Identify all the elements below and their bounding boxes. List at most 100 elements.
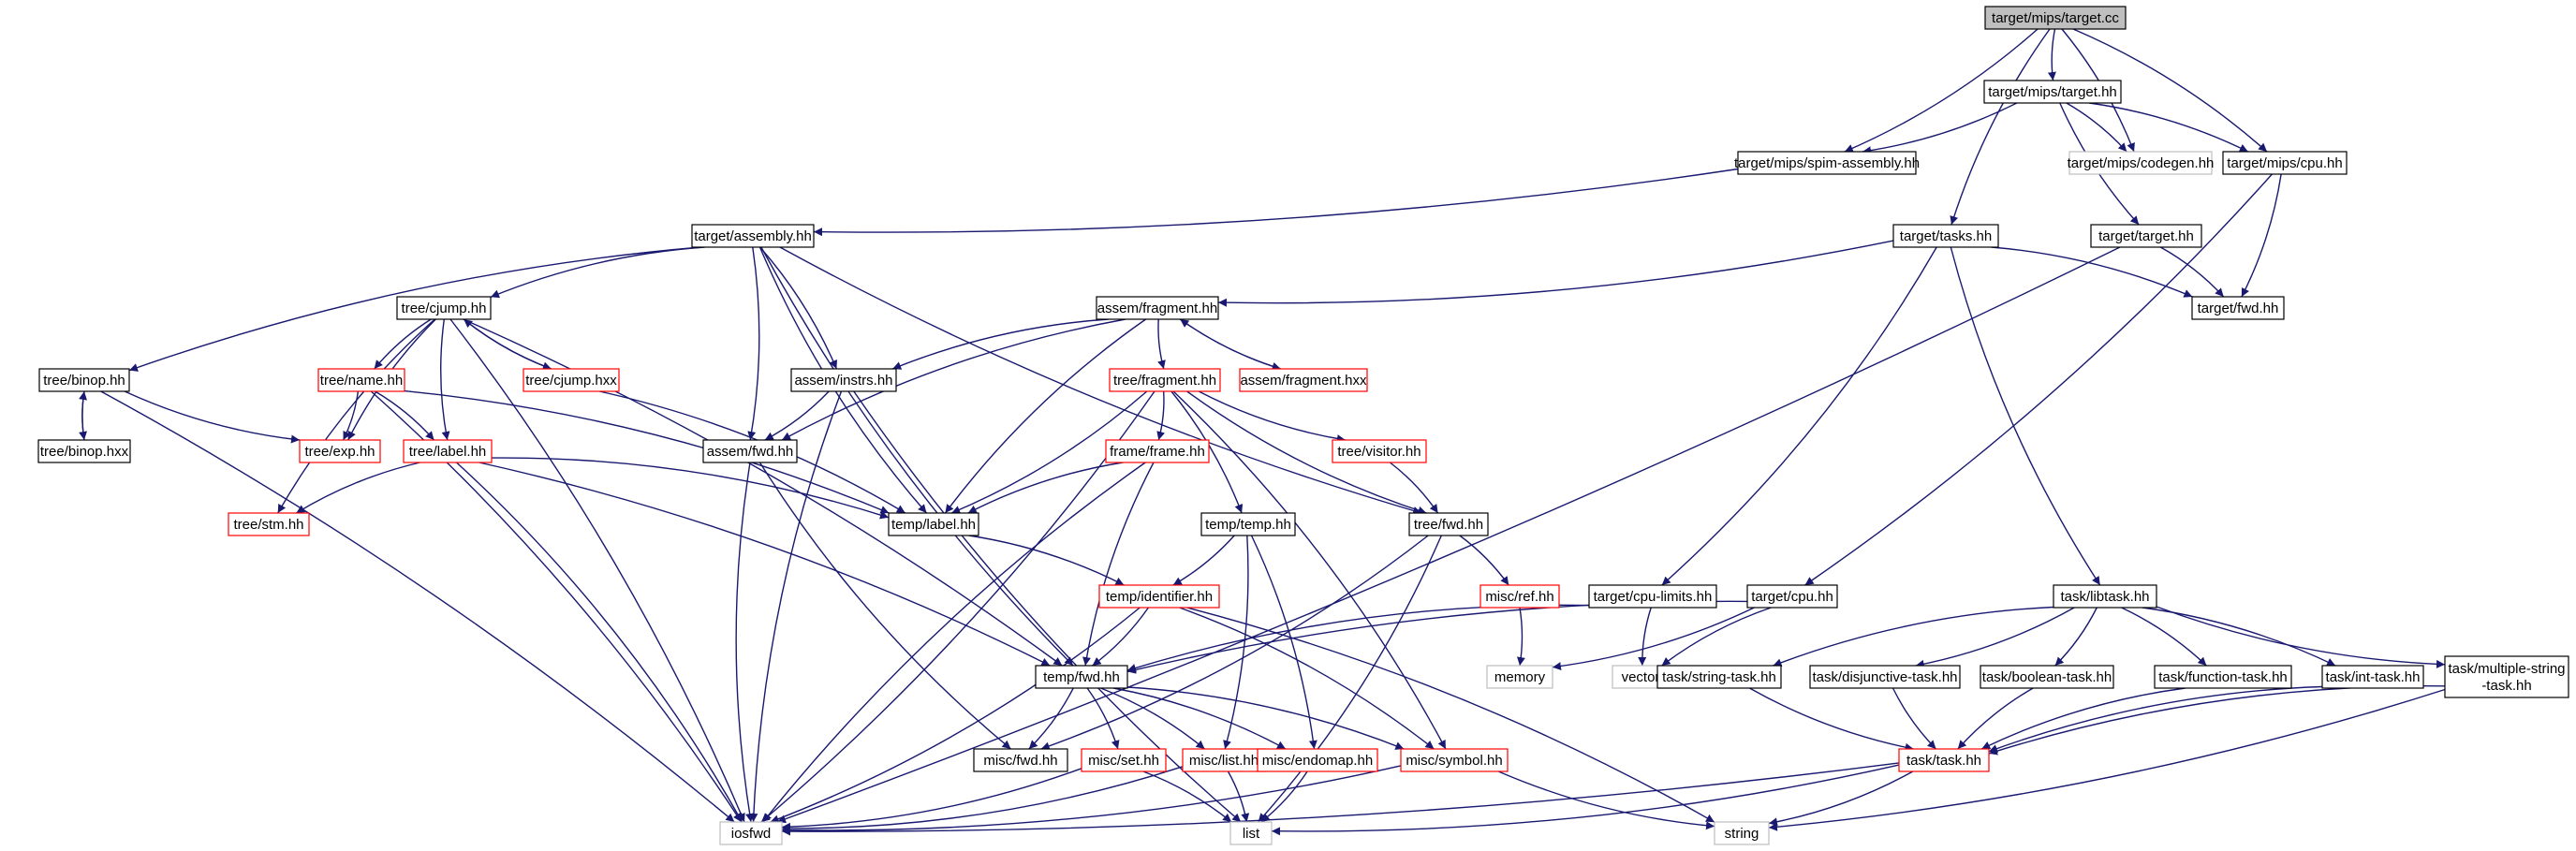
edge-tree_cjump_hh-to-tree_name_hh <box>374 318 432 370</box>
node-box <box>719 821 783 845</box>
node-tree-visitor-hh[interactable]: tree/visitor.hh <box>1332 439 1427 463</box>
node-iosfwd[interactable]: iosfwd <box>719 821 783 845</box>
edge-tree_fragment_hh-to-tree_visitor_hh <box>1198 390 1346 443</box>
node-misc-endomap-hh[interactable]: misc/endomap.hh <box>1257 748 1378 772</box>
node-box <box>1081 748 1167 772</box>
edge-target_tasks_hh-to-assem_fragment_hh <box>1217 240 1894 307</box>
edge-frame_frame_hh-to-iosfwd <box>762 462 1146 823</box>
node-box <box>1182 748 1266 772</box>
node-tree-fwd-hh[interactable]: tree/fwd.hh <box>1408 512 1489 536</box>
node-target-mips-cpu-hh[interactable]: target/mips/cpu.hh <box>2222 151 2348 175</box>
node-assem-fwd-hh[interactable]: assem/fwd.hh <box>702 439 798 463</box>
node-tree-binop-hxx[interactable]: tree/binop.hxx <box>37 439 131 463</box>
node-tree-binop-hh[interactable]: tree/binop.hh <box>38 368 130 392</box>
node-box <box>1984 6 2127 30</box>
node-target-mips-target-hh[interactable]: target/mips/target.hh <box>1983 80 2122 104</box>
node-label: target/cpu-limits.hh <box>1594 589 1713 605</box>
node-misc-fwd-hh[interactable]: misc/fwd.hh <box>973 748 1068 772</box>
node-target-cpu-limits-hh[interactable]: target/cpu-limits.hh <box>1588 584 1717 609</box>
node-box <box>38 368 130 392</box>
node-label: tree/visitor.hh <box>1337 444 1420 460</box>
edge-assem_instrs_hh-to-assem_fwd_hh <box>764 390 830 441</box>
node-task-disjunctive-task-hh[interactable]: task/disjunctive-task.hh <box>1809 665 1961 689</box>
node-misc-ref-hh[interactable]: misc/ref.hh <box>1479 584 1560 609</box>
node-assem-instrs-hh[interactable]: assem/instrs.hh <box>790 368 897 392</box>
node-tree-exp-hh[interactable]: tree/exp.hh <box>299 439 381 463</box>
node-tree-stm-hh[interactable]: tree/stm.hh <box>228 512 310 536</box>
node-temp-fwd-hh[interactable]: temp/fwd.hh <box>1035 665 1128 689</box>
node-assem-fragment-hxx[interactable]: assem/fragment.hxx <box>1239 368 1368 392</box>
node-label: assem/fragment.hxx <box>1240 373 1367 389</box>
node-target-mips-target-cc[interactable]: target/mips/target.cc <box>1984 6 2127 30</box>
edge-assem_fragment_hh-to-assem_fragment_hxx <box>1179 318 1281 371</box>
node-misc-symbol-hh[interactable]: misc/symbol.hh <box>1400 748 1509 772</box>
node-box <box>1400 748 1509 772</box>
node-task-boolean-task-hh[interactable]: task/boolean-task.hh <box>1980 665 2114 689</box>
node-box <box>1479 584 1560 609</box>
node-box <box>2444 655 2569 698</box>
node-target-mips-spim-assembly-hh[interactable]: target/mips/spim-assembly.hh <box>1734 151 1920 175</box>
node-label: task/task.hh <box>1906 753 1981 769</box>
node-temp-temp-hh[interactable]: temp/temp.hh <box>1200 512 1296 536</box>
edge-temp_identifier_hh-to-misc_symbol_hh <box>1179 607 1435 750</box>
node-label: task/int-task.hh <box>2326 669 2421 685</box>
node-label: tree/binop.hh <box>43 373 125 389</box>
node-target-target-hh[interactable]: target/target.hh <box>2090 224 2202 248</box>
node-box <box>1257 748 1378 772</box>
node-task-multiple-string-task-hh[interactable]: task/multiple-string-task.hh <box>2444 655 2569 698</box>
node-label: temp/identifier.hh <box>1106 589 1213 605</box>
node-frame-frame-hh[interactable]: frame/frame.hh <box>1105 439 1210 463</box>
node-task-int-task-hh[interactable]: task/int-task.hh <box>2321 665 2424 689</box>
edge-target_mips_target_cc-to-target_mips_cpu_hh <box>2072 28 2268 153</box>
node-misc-list-hh[interactable]: misc/list.hh <box>1182 748 1266 772</box>
node-label: iosfwd <box>731 826 772 842</box>
node-memory[interactable]: memory <box>1486 665 1553 689</box>
node-temp-identifier-hh[interactable]: temp/identifier.hh <box>1098 584 1220 609</box>
node-label: assem/fwd.hh <box>707 444 794 460</box>
node-temp-label-hh[interactable]: temp/label.hh <box>888 512 979 536</box>
edge-tree_cjump_hh-to-tree_label_hh <box>440 318 450 441</box>
node-tree-name-hh[interactable]: tree/name.hh <box>317 368 405 392</box>
edge-frame_frame_hh-to-temp_fwd_hh <box>1082 462 1155 667</box>
node-task-task-hh[interactable]: task/task.hh <box>1898 748 1990 772</box>
edge-target_cpu_limits_hh-to-temp_fwd_hh <box>1126 604 1590 672</box>
edge-assem_instrs_hh-to-iosfwd <box>749 390 843 823</box>
edge-assem_fwd_hh-to-misc_fwd_hh <box>758 462 1011 750</box>
node-task-string-task-hh[interactable]: task/string-task.hh <box>1656 665 1782 689</box>
node-tree-label-hh[interactable]: tree/label.hh <box>403 439 493 463</box>
edge-task_task_hh-to-iosfwd <box>781 762 1900 836</box>
edge-target_target_hh-to-iosfwd <box>776 246 2121 824</box>
node-tree-fragment-hh[interactable]: tree/fragment.hh <box>1109 368 1221 392</box>
node-label: tree/stm.hh <box>233 517 303 533</box>
node-label: misc/symbol.hh <box>1406 753 1502 769</box>
node-string[interactable]: string <box>1714 821 1770 845</box>
node-misc-set-hh[interactable]: misc/set.hh <box>1081 748 1167 772</box>
node-target-assembly-hh[interactable]: target/assembly.hh <box>691 224 815 248</box>
node-box <box>1105 439 1210 463</box>
node-box <box>1229 821 1273 845</box>
edge-task_libtask_hh-to-task_string_task_hh <box>1773 606 2054 667</box>
node-task-libtask-hh[interactable]: task/libtask.hh <box>2053 584 2157 609</box>
edge-target_assembly_hh-to-assem_instrs_hh <box>759 246 838 370</box>
edge-tree_binop_hh-to-iosfwd <box>100 390 735 823</box>
node-label: memory <box>1494 669 1546 685</box>
node-target-mips-codegen-hh[interactable]: target/mips/codegen.hh <box>2068 151 2215 175</box>
node-task-function-task-hh[interactable]: task/function-task.hh <box>2154 665 2292 689</box>
node-box <box>1035 665 1128 689</box>
node-target-cpu-hh[interactable]: target/cpu.hh <box>1746 584 1838 609</box>
edge-target_tasks_hh-to-task_libtask_hh <box>1950 246 2101 586</box>
edge-target_target_hh-to-target_fwd_hh <box>2159 246 2225 298</box>
node-target-tasks-hh[interactable]: target/tasks.hh <box>1892 224 1999 248</box>
edge-misc_symbol_hh-to-iosfwd <box>781 765 1402 835</box>
node-target-fwd-hh[interactable]: target/fwd.hh <box>2191 296 2285 320</box>
node-label: tree/label.hh <box>409 444 487 460</box>
node-tree-cjump-hh[interactable]: tree/cjump.hh <box>396 296 492 320</box>
edge-temp_fwd_hh-to-misc_list_hh <box>1100 687 1205 750</box>
node-list[interactable]: list <box>1229 821 1273 845</box>
edge-tree_binop_hh-to-tree_exp_hh <box>124 390 301 444</box>
edge-target_tasks_hh-to-target_cpu_limits_hh <box>1661 246 1937 586</box>
node-tree-cjump-hxx[interactable]: tree/cjump.hxx <box>523 368 620 392</box>
node-box <box>2154 665 2292 689</box>
node-box <box>973 748 1068 772</box>
node-assem-fragment-hh[interactable]: assem/fragment.hh <box>1096 296 1219 320</box>
